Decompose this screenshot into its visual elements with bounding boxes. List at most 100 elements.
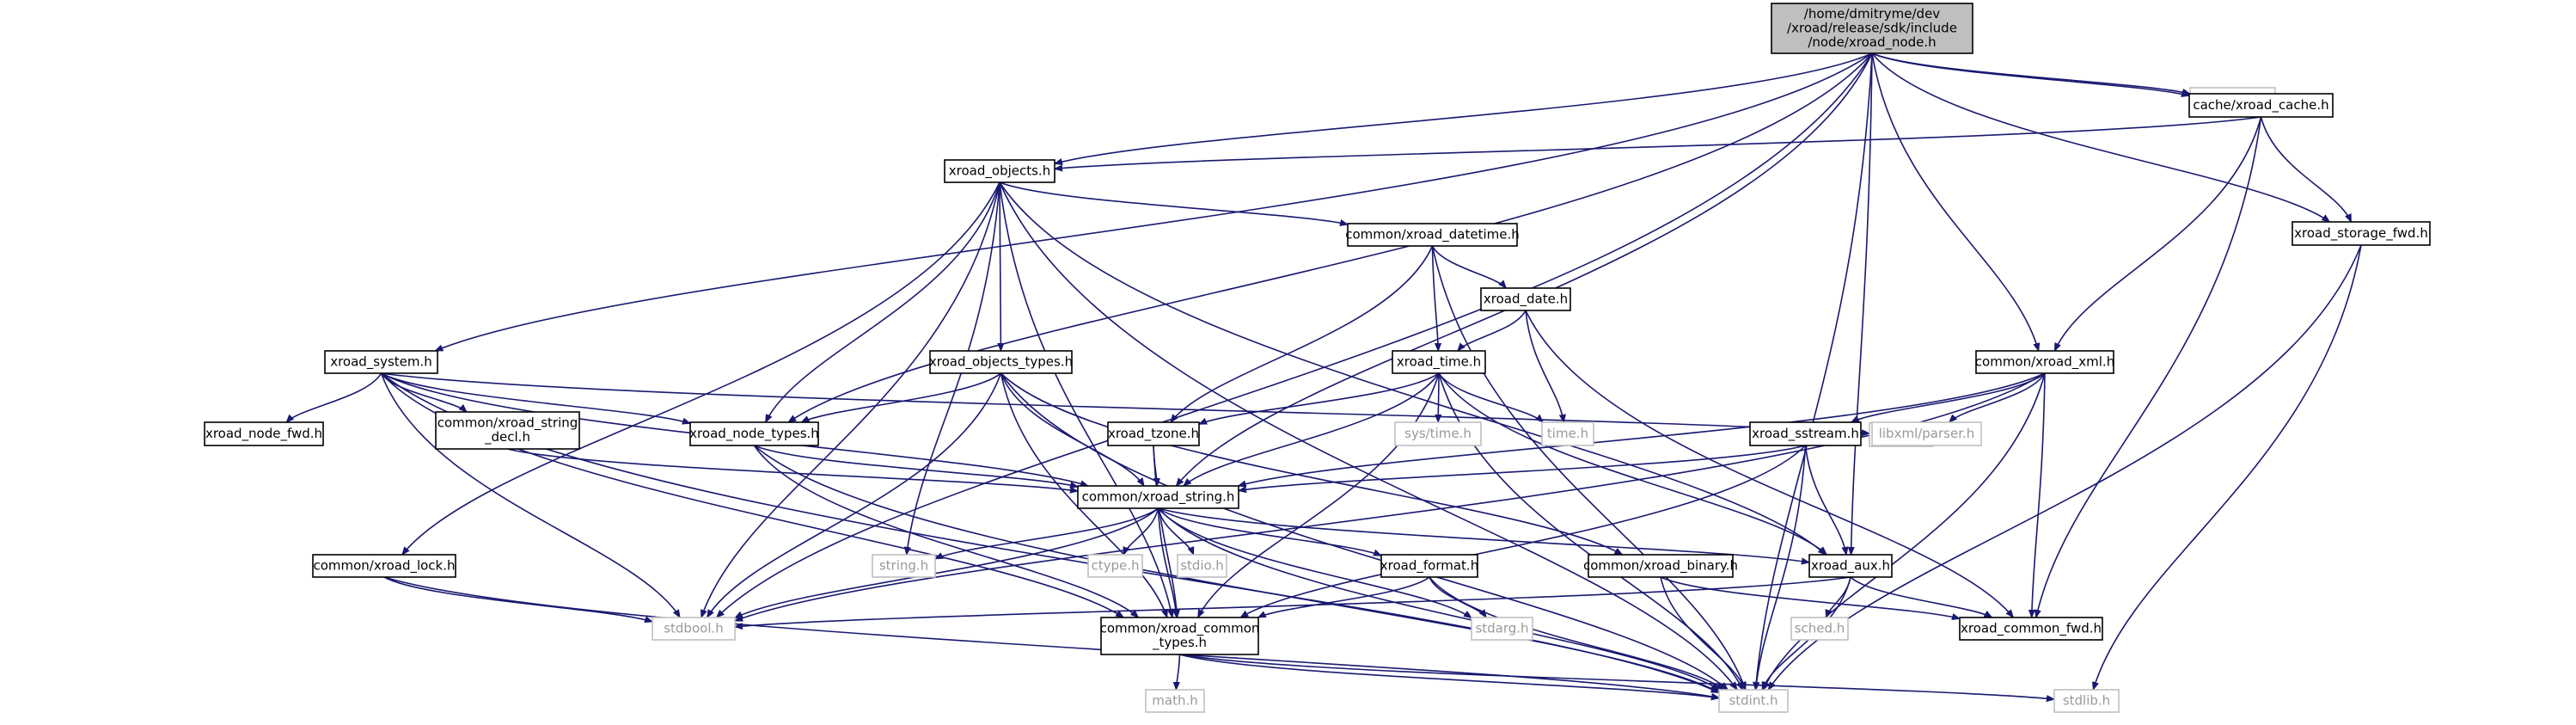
node-time: time.h	[1541, 421, 1594, 446]
edge-xroad-time-to-xroad-aux	[1438, 372, 1826, 555]
node-stdint: stdint.h	[1718, 689, 1789, 713]
node-box	[435, 411, 580, 450]
node-common-xroad-common-types[interactable]: common/xroad_common_types.h	[1100, 617, 1260, 655]
node-xroad-time[interactable]: xroad_time.h	[1392, 350, 1486, 374]
node-math: math.h	[1145, 689, 1205, 713]
node-common-xroad-lock[interactable]: common/xroad_lock.h	[312, 554, 456, 578]
edge-xroad-time-to-time	[1438, 372, 1543, 422]
node-box	[1975, 350, 2114, 374]
node-stdarg: stdarg.h	[1471, 617, 1533, 641]
node-box	[204, 421, 324, 446]
node-label: common/xroad_xml.h	[1975, 353, 2114, 370]
node-box	[1771, 3, 1973, 54]
node-sys-time: sys/time.h	[1394, 421, 1482, 446]
edge-xroad-date-to-time	[1525, 310, 1563, 422]
edge-xroad-time-to-common-xroad-common-types	[1197, 372, 1440, 617]
edge-xroad-date-to-xroad-time	[1458, 310, 1527, 351]
node-label: xroad_objects.h	[949, 163, 1050, 179]
node-xroad-system[interactable]: xroad_system.h	[324, 350, 438, 374]
node-label: xroad_node_fwd.h	[205, 426, 322, 442]
edge-cache-xroad-cache-to-xroad-objects	[1055, 116, 2261, 169]
edge-xroad-sstream-to-stdint	[1756, 445, 1807, 690]
node-common-xroad-xml[interactable]: common/xroad_xml.h	[1975, 350, 2114, 374]
node-node-xroad-node[interactable]: /home/dmitryme/dev/xroad/release/sdk/inc…	[1771, 3, 1973, 54]
node-box	[312, 554, 456, 578]
edge-xroad-objects-to-string	[907, 181, 1000, 555]
node-box	[2188, 93, 2334, 118]
node-box	[1871, 421, 1982, 446]
edge-node-xroad-node-to-sys-epoll	[1871, 52, 2190, 94]
node-layer: /home/dmitryme/dev/xroad/release/sdk/inc…	[204, 3, 2431, 713]
node-label: time.h	[1547, 426, 1588, 441]
node-xroad-date[interactable]: xroad_date.h	[1480, 287, 1571, 311]
edge-xroad-objects-types-to-common-xroad-common-types	[1000, 372, 1167, 617]
node-box	[652, 617, 736, 641]
node-box	[1471, 617, 1533, 641]
node-xroad-aux[interactable]: xroad_aux.h	[1808, 554, 1893, 578]
node-xroad-objects[interactable]: xroad_objects.h	[944, 159, 1055, 183]
node-xroad-objects-types[interactable]: xroad_objects_types.h	[929, 350, 1073, 374]
node-label: xroad_common_fwd.h	[1961, 620, 2102, 636]
node-label: xroad_system.h	[330, 353, 432, 370]
node-box	[1100, 617, 1259, 655]
edge-xroad-sstream-to-xroad-aux	[1804, 445, 1847, 555]
edge-common-xroad-xml-to-xroad-common-fwd	[2032, 372, 2046, 617]
edge-common-xroad-xml-to-libxml-parser	[1949, 372, 2046, 422]
edge-xroad-objects-to-common-xroad-common-types	[999, 181, 1172, 617]
edge-node-xroad-node-to-xroad-system	[435, 52, 1873, 352]
node-xroad-tzone[interactable]: xroad_tzone.h	[1107, 421, 1200, 446]
node-box	[1718, 689, 1789, 713]
node-box	[1588, 554, 1734, 578]
edge-node-xroad-node-to-xroad-objects	[1055, 52, 1873, 163]
edge-xroad-system-to-signal	[381, 372, 1870, 433]
node-common-xroad-binary[interactable]: common/xroad_binary.h	[1583, 554, 1738, 578]
edge-common-xroad-string-to-stdbool	[735, 507, 1160, 619]
edge-xroad-objects-to-common-xroad-lock	[402, 181, 1000, 555]
node-xroad-node-types[interactable]: xroad_node_types.h	[689, 421, 819, 446]
node-xroad-storage-fwd[interactable]: xroad_storage_fwd.h	[2291, 221, 2431, 246]
node-xroad-node-fwd[interactable]: xroad_node_fwd.h	[204, 421, 324, 446]
node-box	[2053, 689, 2120, 713]
node-label: common/xroad_datetime.h	[1345, 226, 1519, 243]
edge-xroad-sstream-to-common-xroad-string	[1239, 445, 1806, 491]
node-box	[1347, 223, 1518, 247]
node-label: cache/xroad_cache.h	[2193, 97, 2328, 114]
node-box	[1380, 554, 1478, 578]
node-label: math.h	[1152, 692, 1197, 708]
node-label: stdio.h	[1180, 557, 1224, 573]
node-cache-xroad-cache[interactable]: cache/xroad_cache.h	[2188, 93, 2334, 118]
node-xroad-common-fwd[interactable]: xroad_common_fwd.h	[1959, 617, 2103, 641]
edge-common-xroad-datetime-to-xroad-date	[1431, 245, 1507, 288]
edge-common-xroad-datetime-to-xroad-tzone	[1171, 245, 1434, 422]
edge-common-xroad-common-types-to-math	[1176, 654, 1181, 690]
node-label: xroad_time.h	[1397, 353, 1481, 370]
node-label: /xroad/release/sdk/include	[1787, 20, 1957, 35]
node-xroad-format[interactable]: xroad_format.h	[1380, 554, 1478, 578]
edge-xroad-node-types-to-common-xroad-string	[754, 445, 1079, 487]
node-label: _types.h	[1152, 635, 1207, 651]
edge-xroad-node-types-to-stdint	[753, 445, 1720, 693]
node-label: common/xroad_string.h	[1082, 488, 1235, 505]
node-common-xroad-datetime[interactable]: common/xroad_datetime.h	[1345, 223, 1520, 247]
node-box	[1087, 554, 1143, 578]
node-common-xroad-string[interactable]: common/xroad_string.h	[1077, 485, 1239, 509]
node-common-xroad-string-decl[interactable]: common/xroad_string_decl.h	[435, 411, 580, 450]
node-label: xroad_date.h	[1484, 291, 1568, 307]
edge-common-xroad-datetime-to-xroad-time	[1431, 245, 1439, 351]
edge-node-xroad-node-to-xroad-storage-fwd	[1871, 52, 2329, 222]
node-xroad-sstream[interactable]: xroad_sstream.h	[1749, 421, 1862, 446]
edge-common-xroad-binary-to-xroad-common-fwd	[1660, 576, 1960, 618]
node-label: sys/time.h	[1404, 426, 1472, 441]
edge-xroad-node-types-to-common-xroad-common-types	[753, 445, 1139, 617]
edge-xroad-objects-to-stdbool	[701, 181, 1000, 617]
edge-xroad-time-to-sys-time	[1438, 372, 1439, 422]
node-box	[1077, 485, 1239, 509]
edge-common-xroad-string-to-ctype	[1123, 507, 1160, 555]
node-stdbool: stdbool.h	[652, 617, 736, 641]
node-box	[324, 350, 438, 374]
node-box	[1392, 350, 1486, 374]
node-box	[1394, 421, 1482, 446]
node-box	[1749, 421, 1862, 446]
edge-xroad-objects-to-xroad-node-types	[764, 181, 1000, 422]
node-box	[689, 421, 819, 446]
